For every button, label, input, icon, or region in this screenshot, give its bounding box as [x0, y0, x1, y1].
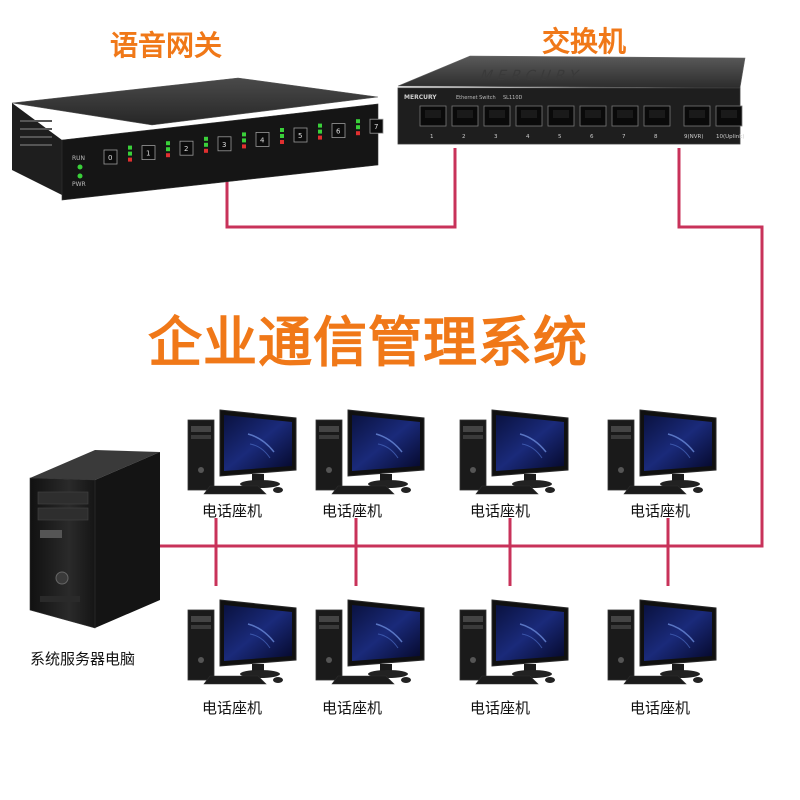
main-title: 企业通信管理系统 — [148, 311, 588, 374]
terminal-label-top-1: 电话座机 — [202, 502, 263, 520]
switch-port-label: 2 — [462, 134, 466, 140]
port-led-icon — [356, 119, 360, 124]
rj45-socket-icon — [553, 110, 569, 118]
rj45-socket-icon — [425, 110, 441, 118]
terminal-pc-top-3 — [459, 409, 569, 495]
switch-port-label: 10(Uplink) — [716, 134, 745, 140]
gateway-port-4 — [255, 131, 270, 147]
switch-port-label: 9(NVR) — [684, 134, 704, 140]
port-led-icon — [318, 123, 322, 128]
terminal-label-bottom-2: 电话座机 — [322, 699, 383, 717]
run-led-icon — [77, 164, 83, 170]
switch-port-label: 6 — [590, 134, 594, 140]
gateway-port-1 — [141, 145, 156, 161]
gateway-port-number: 4 — [260, 136, 265, 144]
gateway-port-6 — [331, 123, 346, 138]
terminal-pc-bottom-2 — [315, 599, 425, 685]
switch-port-group: 1 2 3 4 5 6 7 8 9(NVR) 10(Uplink) — [419, 105, 745, 140]
port-led-icon — [242, 138, 246, 143]
port-led-icon — [280, 134, 284, 138]
gateway-port-number: 0 — [108, 154, 112, 162]
port-led-icon — [166, 147, 170, 152]
port-led-icon — [356, 125, 360, 130]
switch-port-label: 7 — [622, 134, 626, 140]
switch-label: 交换机 — [542, 25, 627, 58]
terminal-pc-bottom-3 — [459, 599, 569, 685]
terminal-pc-bottom-1 — [187, 599, 297, 685]
terminal-label-bottom-3: 电话座机 — [470, 699, 531, 717]
port-led-icon — [128, 151, 132, 156]
terminal-pc-top-1 — [187, 409, 297, 495]
gateway-port-group: 0 1 2 3 4 5 6 7 — [103, 118, 384, 165]
rj45-socket-icon — [585, 110, 601, 118]
cable-lines — [158, 148, 764, 586]
switch-brand: MERCURY — [404, 94, 437, 101]
port-led-icon — [280, 140, 284, 144]
rj45-socket-icon — [489, 110, 505, 118]
switch-model-code: SL110D — [503, 95, 523, 101]
rj45-socket-icon — [617, 110, 633, 118]
gateway-port-number: 7 — [374, 123, 378, 131]
gateway-run-label: RUN — [72, 155, 85, 162]
gateway-port-number: 2 — [184, 145, 188, 153]
rj45-socket-icon — [457, 110, 473, 118]
port-led-icon — [128, 157, 132, 162]
switch-port-label: 3 — [494, 134, 498, 140]
terminal-label-bottom-4: 电话座机 — [630, 699, 691, 717]
gateway-label: 语音网关 — [110, 29, 223, 62]
rj45-socket-icon — [521, 110, 537, 118]
port-led-icon — [204, 136, 208, 141]
port-led-icon — [128, 145, 132, 150]
port-led-icon — [280, 128, 284, 132]
cable-gateway-to-switch — [225, 148, 457, 229]
gateway-port-number: 5 — [298, 132, 302, 140]
port-led-icon — [318, 129, 322, 134]
switch-top-logo: MERCURY — [477, 68, 585, 83]
port-led-icon — [356, 131, 360, 136]
port-led-icon — [318, 135, 322, 140]
switch-model-text: Ethernet Switch — [456, 95, 496, 101]
port-led-icon — [166, 141, 170, 146]
rj45-socket-icon — [689, 110, 705, 118]
server-label: 系统服务器电脑 — [30, 650, 136, 668]
gateway-port-3 — [217, 136, 232, 152]
port-led-icon — [204, 148, 208, 153]
port-led-icon — [242, 144, 246, 149]
switch-port-label: 8 — [654, 134, 658, 140]
port-led-icon — [166, 153, 170, 158]
gateway-port-5 — [293, 127, 308, 143]
rj45-socket-icon — [721, 110, 737, 118]
cable-switch-to-network — [158, 148, 764, 548]
gateway-port-0 — [103, 149, 118, 165]
gateway-port-number: 3 — [222, 141, 226, 149]
terminal-label-top-2: 电话座机 — [322, 502, 383, 520]
switch-port-label: 4 — [526, 134, 530, 140]
gateway-port-number: 6 — [336, 128, 341, 136]
rj45-socket-icon — [649, 110, 665, 118]
terminal-label-top-4: 电话座机 — [630, 502, 691, 520]
switch-port-label: 5 — [558, 134, 562, 140]
terminal-label-top-3: 电话座机 — [470, 502, 531, 520]
power-button-icon — [55, 571, 69, 585]
gateway-pwr-label: PWR — [72, 181, 86, 188]
switch-port-label: 1 — [430, 134, 434, 140]
terminal-pc-top-2 — [315, 409, 425, 495]
terminal-pc-top-4 — [607, 409, 717, 495]
gateway-port-number: 1 — [146, 150, 150, 158]
port-led-icon — [242, 132, 246, 137]
ethernet-switch-device: MERCURY MERCURY Ethernet Switch SL110D 1… — [397, 55, 746, 145]
port-led-icon — [204, 142, 208, 147]
gateway-port-7 — [369, 118, 384, 134]
voice-gateway-device: RUN PWR 0 1 2 3 4 5 6 7 — [11, 77, 384, 201]
pwr-led-icon — [77, 173, 83, 179]
terminal-pc-bottom-4 — [607, 599, 717, 685]
terminal-label-bottom-1: 电话座机 — [202, 699, 263, 717]
server-computer — [29, 450, 160, 629]
gateway-port-2 — [179, 140, 194, 156]
